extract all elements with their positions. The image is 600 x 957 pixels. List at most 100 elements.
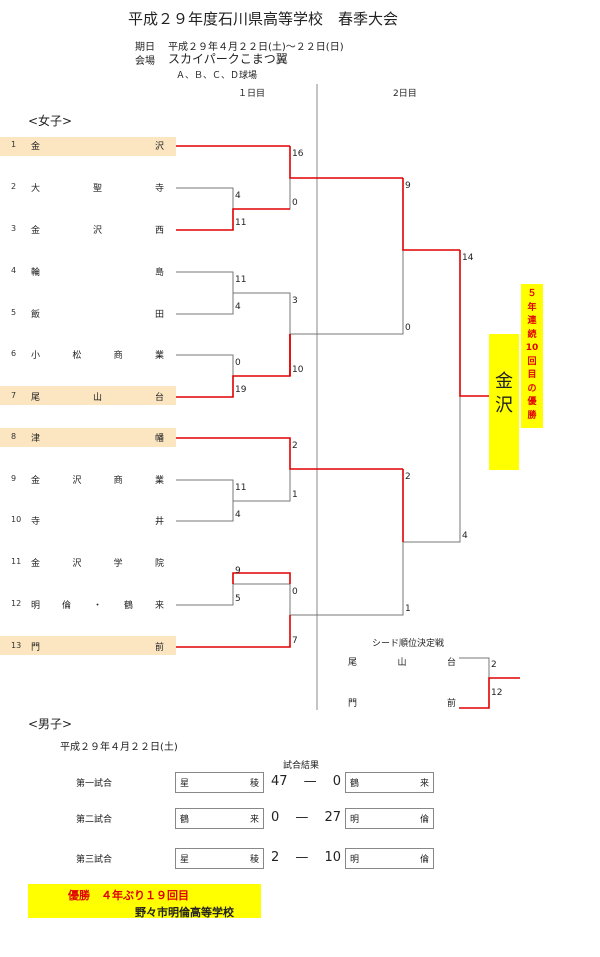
team-name-char: 金: [31, 476, 41, 486]
away-team-box: 明倫: [345, 808, 434, 829]
seed-score-2: 12: [491, 688, 503, 698]
team-name: 大聖寺: [31, 181, 164, 194]
streak-char: ５: [527, 289, 537, 299]
champion-char: 沢: [495, 395, 513, 416]
team-name-char: 田: [154, 310, 164, 320]
team-name-char: 沢: [72, 476, 82, 486]
team-seed: 6: [11, 349, 17, 358]
team-name-char: 商: [113, 351, 123, 361]
team-name: 金沢西: [31, 223, 164, 236]
highlight-row-1: [0, 137, 176, 156]
team-name: 飯田: [31, 307, 164, 320]
team-name-char: ・: [92, 601, 102, 611]
venue-value: スカイパークこまつ翼: [168, 52, 288, 66]
streak-char: 目: [527, 370, 537, 380]
score: 9: [235, 566, 241, 576]
team-name-char: 尾: [31, 393, 41, 403]
team-name-char: 来: [419, 779, 429, 789]
score: 16: [292, 149, 304, 159]
score: 4: [235, 191, 241, 201]
team-name-char: 稜: [249, 779, 259, 789]
game-label: 第三試合: [76, 855, 113, 865]
team-seed: 13: [11, 641, 22, 650]
highlight-row-13: [0, 636, 176, 655]
team-name-char: 鶴: [123, 601, 133, 611]
score: 4: [462, 531, 468, 541]
men-champion-line2: 野々市明倫高等学校: [135, 906, 234, 919]
team-seed: 3: [11, 224, 17, 233]
team-name: 金沢商業: [31, 473, 164, 486]
fields-note: Ａ、Ｂ、Ｃ、Ｄ球場: [176, 71, 258, 81]
score: 3: [292, 296, 298, 306]
streak-banner: [521, 284, 543, 428]
team-name-char: 台: [446, 658, 456, 668]
team-name-char: 大: [31, 184, 41, 194]
score: 14: [462, 253, 474, 263]
champion-name: 金沢: [489, 370, 519, 418]
team-name: 輪島: [31, 265, 164, 278]
score: 1: [292, 490, 298, 500]
team-name-char: 沢: [72, 559, 82, 569]
score-value: 27: [324, 810, 341, 825]
home-team-box: 鶴来: [175, 808, 264, 829]
team-name-char: 沢: [154, 142, 164, 152]
score-value: 0: [271, 810, 280, 825]
date-value: 平成２９年４月２２日(土)～２２日(日): [168, 42, 344, 53]
day1-label: １日目: [238, 89, 266, 99]
team-name-char: 飯: [31, 310, 41, 320]
score-dash: —: [295, 850, 309, 865]
team-seed: 4: [11, 266, 17, 275]
streak-char: 優: [527, 397, 537, 407]
team-seed: 2: [11, 182, 17, 191]
score: 0: [405, 323, 411, 333]
team-name-char: 鶴: [180, 815, 190, 825]
team-name-char: 院: [154, 559, 164, 569]
team-name-char: 金: [31, 559, 41, 569]
game-score: 0 — 27: [271, 810, 341, 825]
score: 9: [405, 181, 411, 191]
score-value: 0: [332, 774, 341, 789]
score-dash: —: [295, 810, 309, 825]
score-dash: —: [303, 774, 317, 789]
team-seed: 12: [11, 599, 22, 608]
team-seed: 10: [11, 515, 22, 524]
game-label: 第一試合: [76, 779, 113, 789]
team-name: 津幡: [31, 431, 164, 444]
men-champion-banner: [28, 884, 261, 918]
team-name-char: 鶴: [350, 779, 360, 789]
date-label: 期日: [135, 42, 155, 53]
streak-char: 回: [527, 356, 537, 367]
seed-score-1: 2: [491, 660, 497, 670]
score: 5: [235, 594, 241, 604]
champion-char: 金: [495, 371, 513, 392]
team-name-char: 来: [249, 815, 259, 825]
seed-match-team: 門前: [348, 696, 456, 709]
seed-match-label: シード順位決定戦: [372, 639, 445, 649]
team-name: 尾山台: [31, 390, 164, 403]
men-section-label: <男子>: [28, 717, 73, 731]
team-seed: 1: [11, 140, 17, 149]
highlight-row-8: [0, 428, 176, 447]
highlight-row-7: [0, 386, 176, 405]
men-champion-line1: 優勝 ４年ぶり１９回目: [68, 889, 189, 902]
team-name-char: 寺: [154, 184, 164, 194]
team-seed: 8: [11, 432, 17, 441]
streak-char: の: [527, 383, 537, 394]
team-name-char: 西: [154, 226, 164, 236]
team-name-char: 倫: [419, 815, 429, 825]
score: 4: [235, 302, 241, 312]
team-seed: 11: [11, 557, 22, 566]
game-score: 2—10: [271, 850, 341, 865]
home-team-box: 星稜: [175, 772, 264, 793]
team-name-char: 稜: [249, 855, 259, 865]
team-name-char: 業: [154, 351, 164, 361]
team-name-char: 沢: [92, 226, 102, 236]
team-name: 明倫・鶴来: [31, 598, 164, 611]
score-value: 47: [271, 774, 288, 789]
team-name-char: 倫: [419, 855, 429, 865]
team-seed: 7: [11, 391, 17, 400]
streak-char: 勝: [527, 410, 537, 421]
team-name-char: 松: [72, 351, 82, 361]
